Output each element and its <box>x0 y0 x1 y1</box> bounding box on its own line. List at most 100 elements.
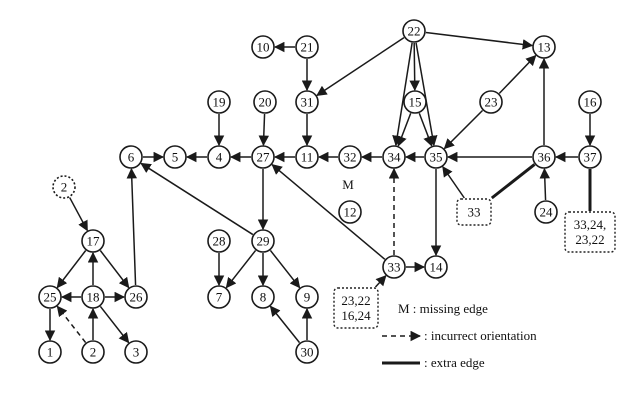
box-label-line: 23,22 <box>341 293 370 308</box>
node-5: 5 <box>163 145 187 169</box>
node-label: 18 <box>87 290 100 305</box>
node-11: 11 <box>295 145 319 169</box>
node-32: 32 <box>338 145 362 169</box>
node-label: 15 <box>409 95 422 110</box>
edge-15-to-35 <box>418 112 434 147</box>
node-20: 20 <box>253 90 277 114</box>
node-label: 21 <box>301 40 314 55</box>
node-label: 34 <box>388 150 402 165</box>
edge-17-to-26 <box>99 250 130 289</box>
node-label: 7 <box>216 290 223 305</box>
node-14: 14 <box>424 255 448 279</box>
node-16: 16 <box>578 90 602 114</box>
node-19: 19 <box>207 90 231 114</box>
node-label: 4 <box>216 150 223 165</box>
edge-33-to-27 <box>271 164 386 260</box>
node-label: 20 <box>259 95 272 110</box>
edge-26-to-6 <box>126 167 138 286</box>
node-35: 35 <box>424 145 448 169</box>
node-label: 25 <box>44 290 57 305</box>
edge-29-to-6 <box>140 162 254 236</box>
legend-text: : extra edge <box>424 355 485 370</box>
edge-15-to-34 <box>396 112 412 147</box>
label-m: M <box>342 177 354 192</box>
legend-item-incorrect-orientation: : incurrect orientation <box>382 328 537 343</box>
node-label: 9 <box>304 290 311 305</box>
labels-layer: M <box>342 177 354 192</box>
node-4: 4 <box>207 145 231 169</box>
node-label: 11 <box>301 150 314 165</box>
node-label: 32 <box>344 150 357 165</box>
edges-layer <box>44 31 596 344</box>
edge-23-to-35 <box>443 109 484 150</box>
node-label: 26 <box>130 290 144 305</box>
node-label: 35 <box>430 150 443 165</box>
node-18: 18 <box>81 285 105 309</box>
node-label: 6 <box>128 150 135 165</box>
node-15: 15 <box>403 90 427 114</box>
node-label: 14 <box>430 260 444 275</box>
edge-2322-to-33 <box>374 275 387 288</box>
edge-18-to-3 <box>99 305 130 344</box>
legend-text: : incurrect orientation <box>424 328 537 343</box>
edge-17-to-25 <box>56 250 87 289</box>
node-36: 36 <box>532 145 556 169</box>
node-3: 3 <box>124 340 148 364</box>
node-2-dotted: 2 <box>52 175 76 199</box>
node-label: 5 <box>172 150 179 165</box>
node-30: 30 <box>295 340 319 364</box>
node-label: 27 <box>257 150 271 165</box>
node-37: 37 <box>578 145 602 169</box>
node-label: 13 <box>538 40 551 55</box>
node-24: 24 <box>534 200 558 224</box>
legend-item-extra-edge: : extra edge <box>382 355 485 370</box>
box-33-24-23-22: 33,24,23,22 <box>564 211 616 253</box>
edge-22-to-31 <box>316 37 405 96</box>
edge-20-to-27 <box>258 113 270 147</box>
box-label-line: 33 <box>468 205 481 220</box>
edge-29-to-7 <box>225 249 257 289</box>
node-12: 12 <box>338 200 362 224</box>
box-label-line: 33,24, <box>574 217 607 232</box>
node-31: 31 <box>295 90 319 114</box>
node-29: 29 <box>251 229 275 253</box>
node-label: 2 <box>90 345 97 360</box>
legend: M : missing edge : incurrect orientation:… <box>382 301 537 370</box>
edge-22-to-15 <box>409 42 420 92</box>
node-22: 22 <box>402 19 426 43</box>
node-6: 6 <box>119 145 143 169</box>
node-label: 19 <box>213 95 226 110</box>
edge-22-to-34 <box>392 42 413 147</box>
node-1: 1 <box>38 340 62 364</box>
node-label: 10 <box>257 40 270 55</box>
edge-22-to-35 <box>415 42 438 147</box>
edge-33-to-36 <box>490 163 536 200</box>
node-label: 28 <box>213 234 226 249</box>
node-26: 26 <box>124 285 148 309</box>
node-9: 9 <box>295 285 319 309</box>
node-8: 8 <box>251 285 275 309</box>
node-label: 29 <box>257 234 270 249</box>
node-17: 17 <box>81 229 105 253</box>
box-label-line: 23,22 <box>575 232 604 247</box>
edge-2a-to-17 <box>69 197 88 232</box>
node-28: 28 <box>207 229 231 253</box>
box-33: 33 <box>456 198 492 226</box>
node-label: 22 <box>408 24 421 39</box>
node-34: 34 <box>382 145 406 169</box>
node-label: 24 <box>540 205 554 220</box>
node-10: 10 <box>251 35 275 59</box>
node-label: 12 <box>344 205 357 220</box>
node-23: 23 <box>479 90 503 114</box>
node-13: 13 <box>532 35 556 59</box>
legend-text: M : missing edge <box>398 301 488 316</box>
node-label: 33 <box>388 260 401 275</box>
node-27: 27 <box>251 145 275 169</box>
node-label: 36 <box>538 150 552 165</box>
node-2: 2 <box>81 340 105 364</box>
edge-24-to-36 <box>539 167 551 201</box>
edge-33-to-35 <box>442 166 465 199</box>
edge-22-to-13 <box>425 31 534 50</box>
